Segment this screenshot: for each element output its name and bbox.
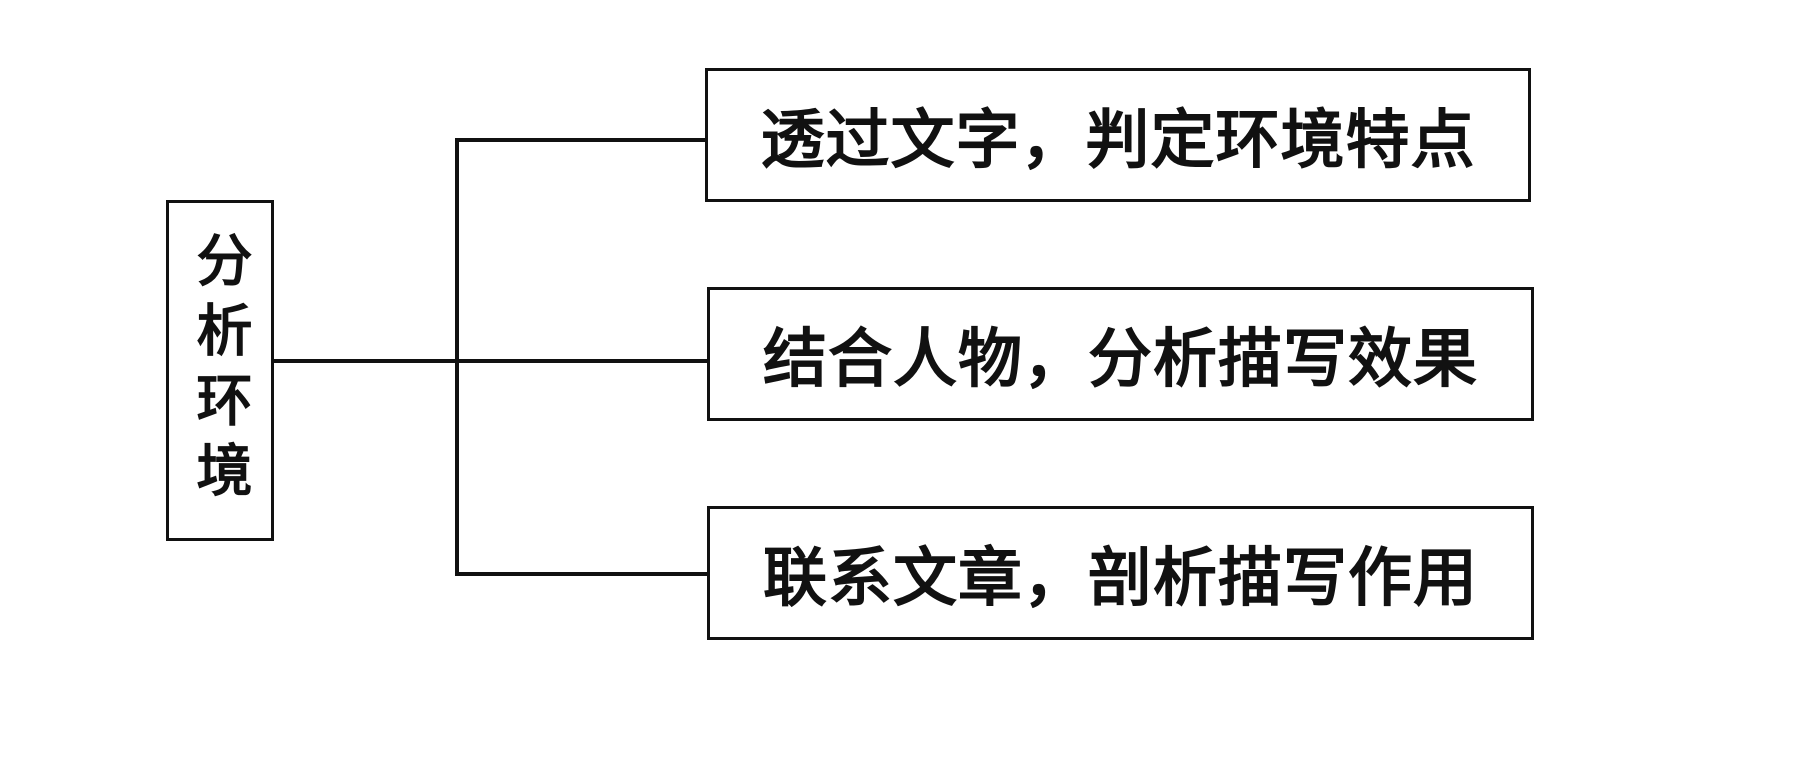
child-node-label: 透过文字，判定环境特点: [760, 103, 1476, 178]
child-node-label: 结合人物，分析描写效果: [763, 322, 1478, 397]
child-node-label: 联系文章，剖析描写作用: [763, 541, 1478, 616]
child-node-3: 联系文章，剖析描写作用: [707, 506, 1534, 640]
root-node-label: 分析环境: [187, 230, 253, 511]
child-node-2: 结合人物，分析描写效果: [707, 287, 1534, 421]
child-node-1: 透过文字，判定环境特点: [705, 68, 1531, 202]
root-node: 分析环境: [166, 200, 274, 541]
